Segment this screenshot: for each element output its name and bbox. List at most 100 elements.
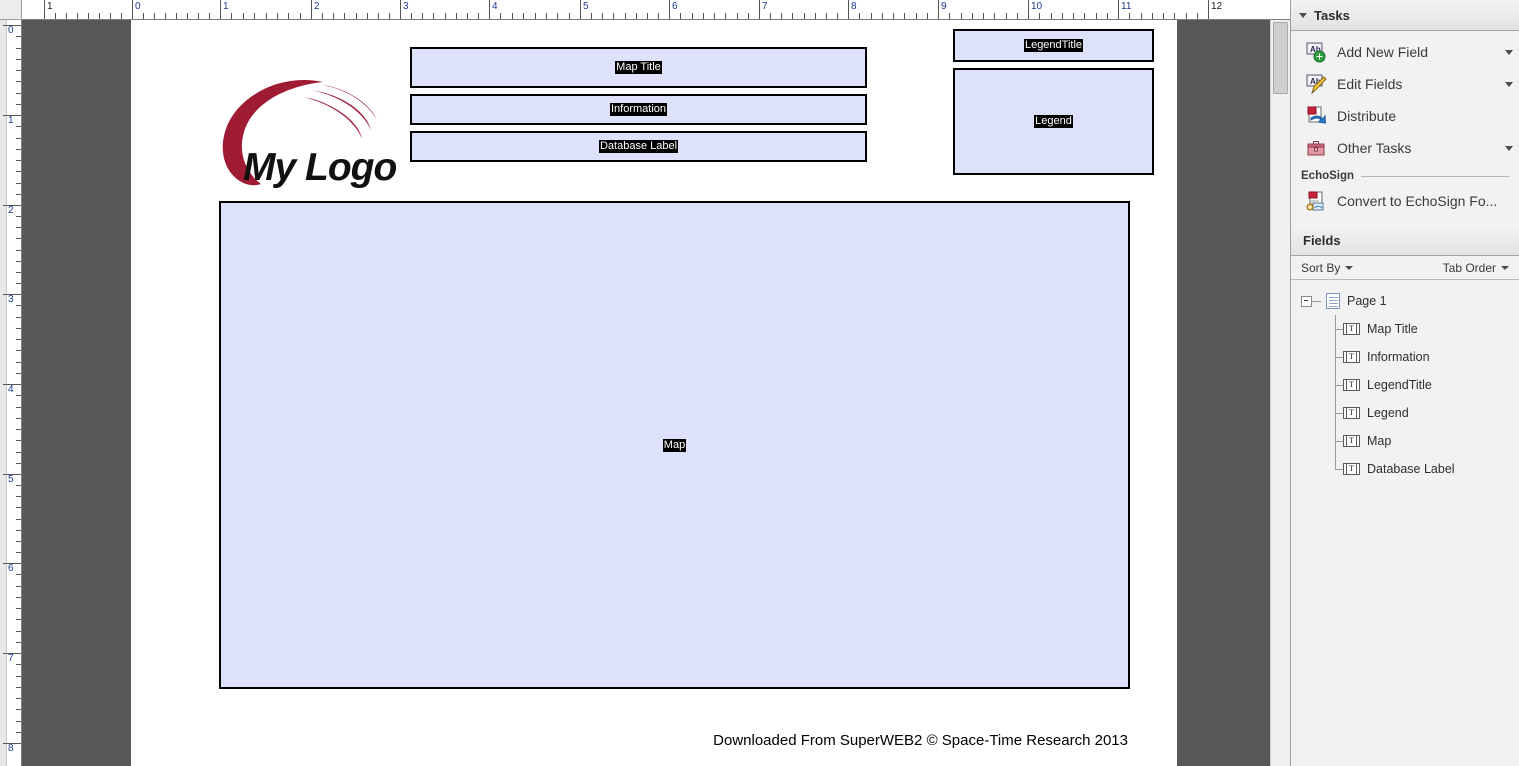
other-tasks-icon	[1305, 137, 1327, 159]
tree-node-label: Page 1	[1347, 294, 1387, 308]
ruler-tick-minor	[143, 13, 144, 19]
ruler-tick-minor	[411, 13, 412, 19]
task-item-label: Edit Fields	[1337, 76, 1403, 92]
ruler-tick-minor	[680, 13, 681, 19]
form-field-map-title[interactable]: Map Title	[410, 47, 867, 88]
form-field-information[interactable]: Information	[410, 94, 867, 125]
ruler-tick-minor	[826, 13, 827, 19]
ruler-tick-minor	[16, 48, 21, 49]
ruler-tick-minor	[16, 586, 21, 587]
tasks-panel-header[interactable]: Tasks	[1291, 0, 1519, 31]
edit-fields-icon: Ab	[1305, 73, 1327, 95]
ruler-tick-minor	[1096, 13, 1097, 19]
ruler-tick-minor	[557, 13, 558, 19]
ruler-tick-major	[3, 474, 21, 475]
tab-order-button[interactable]: Tab Order	[1443, 261, 1509, 275]
tree-node-page-1[interactable]: Page 1	[1291, 287, 1519, 315]
form-field-map[interactable]: Map	[219, 201, 1130, 689]
collapse-expander-icon[interactable]	[1301, 295, 1312, 307]
text-field-icon: T	[1343, 323, 1360, 335]
ruler-tick-minor	[1186, 13, 1187, 19]
ruler-tick-minor	[66, 13, 67, 19]
text-field-icon: T	[1343, 463, 1360, 475]
ruler-tick-minor	[16, 597, 21, 598]
ruler-tick-minor	[748, 13, 749, 19]
ruler-tick-minor	[16, 328, 21, 329]
ruler-tick-minor	[994, 13, 995, 19]
tree-node-label: Legend	[1367, 406, 1409, 420]
ruler-tick-major	[1028, 0, 1029, 19]
svg-text:Ab: Ab	[1310, 45, 1321, 54]
ruler-tick-minor	[16, 631, 21, 632]
task-item-convert-to-echosign-form[interactable]: Convert to EchoSign Fo...	[1291, 185, 1519, 217]
ruler-tick-minor	[16, 238, 21, 239]
ruler-label: 6	[672, 1, 678, 12]
ruler-tick-minor	[254, 13, 255, 19]
ruler-tick-minor	[535, 13, 536, 19]
chevron-down-icon	[1299, 12, 1307, 18]
fields-panel-header[interactable]: Fields	[1291, 225, 1519, 256]
ruler-tick-minor	[16, 395, 21, 396]
ruler-tick-minor	[16, 698, 21, 699]
ruler-tick-minor	[378, 13, 379, 19]
ruler-tick-minor	[625, 13, 626, 19]
ruler-tick-minor	[16, 362, 21, 363]
task-item-edit-fields[interactable]: Ab Edit Fields	[1291, 68, 1519, 100]
form-field-database-label[interactable]: Database Label	[410, 131, 867, 162]
ruler-tick-minor	[209, 13, 210, 19]
ruler-tick-minor	[198, 13, 199, 19]
form-field-legend[interactable]: Legend	[953, 68, 1154, 175]
tasks-list-spacer	[1291, 217, 1519, 225]
ruler-tick-minor	[602, 13, 603, 19]
sort-by-button[interactable]: Sort By	[1301, 261, 1354, 275]
chevron-down-icon[interactable]	[1505, 145, 1513, 151]
ruler-tick-minor	[16, 149, 21, 150]
ruler-tick-major	[3, 115, 21, 116]
ruler-tick-minor	[16, 519, 21, 520]
ruler-label: 4	[492, 1, 498, 12]
ruler-label: 6	[8, 563, 14, 574]
ruler-tick-minor	[16, 216, 21, 217]
task-item-label: Convert to EchoSign Fo...	[1337, 193, 1498, 209]
ruler-label: 10	[1031, 1, 1043, 12]
logo-text: My Logo	[243, 146, 397, 189]
ruler-tick-minor	[16, 373, 21, 374]
task-item-other-tasks[interactable]: Other Tasks	[1291, 132, 1519, 164]
ruler-label: 7	[8, 653, 14, 664]
scrollbar-thumb[interactable]	[1273, 22, 1288, 94]
fields-title: Fields	[1303, 232, 1341, 248]
ruler-tick-minor	[983, 13, 984, 19]
ruler-label: 8	[851, 1, 857, 12]
logo: My Logo	[205, 68, 425, 189]
ruler-tick-minor	[837, 13, 838, 19]
ruler-tick-minor	[904, 13, 905, 19]
chevron-down-icon	[1345, 265, 1354, 270]
ruler-tick-minor	[972, 13, 973, 19]
chevron-down-icon[interactable]	[1505, 81, 1513, 87]
ruler-label: 2	[8, 205, 14, 216]
ruler-tick-minor	[882, 13, 883, 19]
ruler-tick-minor	[16, 160, 21, 161]
ruler-tick-minor	[333, 13, 334, 19]
chevron-down-icon[interactable]	[1505, 49, 1513, 55]
ruler-tick-minor	[176, 13, 177, 19]
form-field-legend-title[interactable]: LegendTitle	[953, 29, 1154, 62]
task-item-distribute[interactable]: Distribute	[1291, 100, 1519, 132]
ruler-tick-minor	[88, 13, 89, 19]
svg-text:Ab: Ab	[1310, 77, 1321, 86]
document-scrollbar-vertical[interactable]	[1270, 20, 1290, 766]
ruler-tick-minor	[16, 339, 21, 340]
ruler-tick-major	[3, 384, 21, 385]
